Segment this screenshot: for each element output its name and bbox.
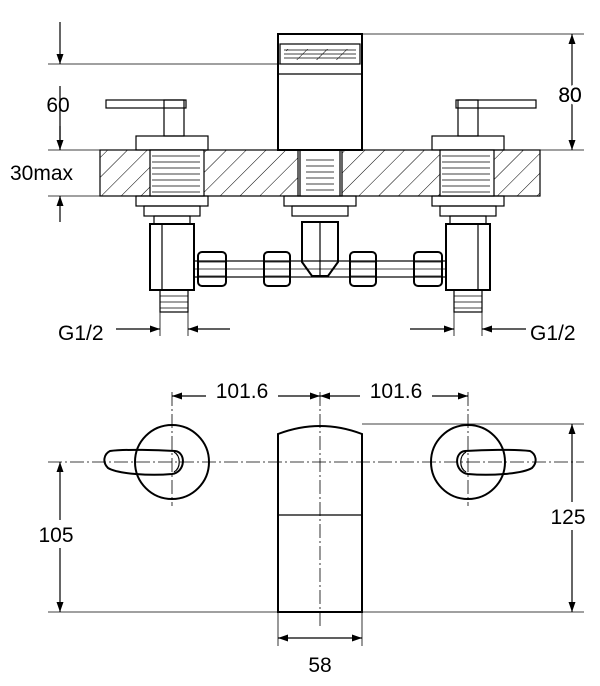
- dim-101-6-right-label: 101.6: [370, 380, 423, 403]
- dim-101-6-left-label: 101.6: [216, 380, 269, 403]
- dim-spout-projection: 125: [546, 424, 598, 612]
- dim-deck-thickness: 30max: [10, 126, 74, 222]
- dim-80-label: 80: [558, 84, 581, 107]
- dim-lever-height: 60: [46, 22, 70, 150]
- dim-30max-label: 30max: [10, 162, 74, 185]
- plan-center-lines: [48, 392, 584, 628]
- dim-lever-projection: 105: [34, 462, 84, 612]
- left-valve-front: [105, 99, 209, 313]
- dim-58-label: 58: [308, 654, 331, 677]
- svg-text:80: 80: [558, 84, 581, 107]
- deck-section: [99, 149, 541, 197]
- dim-thread-left: G1/2: [58, 312, 230, 345]
- dim-height-above-deck: 80 80: [555, 34, 585, 150]
- right-valve-front: [431, 99, 537, 313]
- front-extension-lines: [48, 33, 584, 197]
- dim-thread-right: G1/2: [410, 312, 576, 345]
- plan-view: 101.6 101.6 105 125 58: [34, 380, 598, 677]
- dim-60-label: 60: [46, 94, 69, 117]
- front-view: 60 30max 80 80 G1/2 G1/2: [10, 22, 585, 345]
- connecting-pipe: [193, 251, 447, 287]
- dim-125-label: 125: [550, 506, 585, 529]
- dim-spout-width: 58: [278, 634, 362, 677]
- spout-plan: [277, 425, 363, 613]
- dim-spacing-right: 101.6: [320, 380, 468, 403]
- spout-front: [277, 33, 363, 277]
- dim-spacing-left: 101.6: [172, 380, 320, 403]
- right-handle-plan: [430, 424, 537, 500]
- dim-g12-left-label: G1/2: [58, 322, 104, 345]
- left-handle-plan: [103, 424, 210, 500]
- dim-g12-right-label: G1/2: [530, 322, 576, 345]
- dim-105-label: 105: [38, 524, 73, 547]
